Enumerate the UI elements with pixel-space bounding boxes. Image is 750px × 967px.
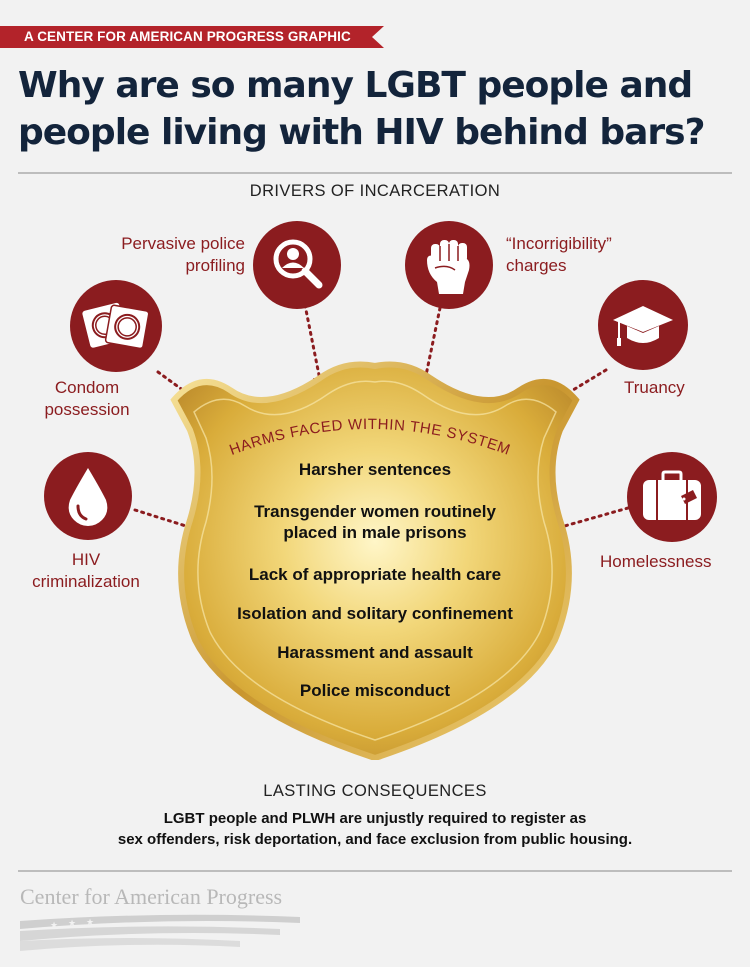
cap-logo: ★ ★ ★ <box>20 914 300 951</box>
harm-item: Isolation and solitary confinement <box>237 604 513 623</box>
svg-text:★: ★ <box>86 918 94 928</box>
page-title: Why are so many LGBT people and people l… <box>18 62 738 156</box>
suitcase-icon <box>627 452 717 542</box>
harm-item: Police misconduct <box>299 681 451 700</box>
harm-item: Transgender women routinely <box>254 502 496 521</box>
banner-text: A CENTER FOR AMERICAN PROGRESS GRAPHIC <box>24 29 351 44</box>
svg-text:★: ★ <box>68 919 76 929</box>
magnifier-person-icon <box>253 221 341 309</box>
consequences-heading: LASTING CONSEQUENCES <box>263 782 487 800</box>
arrow-profiling <box>303 303 322 382</box>
driver-label-truancy: Truancy <box>624 378 685 397</box>
source-banner: A CENTER FOR AMERICAN PROGRESS GRAPHIC <box>0 26 384 48</box>
title-line-2: people living with HIV behind bars? <box>18 112 706 153</box>
drivers-heading: DRIVERS OF INCARCERATION <box>249 182 501 200</box>
bottom-divider <box>18 870 732 872</box>
arrow-hiv <box>133 508 207 534</box>
harms-heading: HARMS FACED WITHIN THE SYSTEM <box>227 416 512 459</box>
harms-heading-curve: HARMS FACED WITHIN THE SYSTEM <box>227 416 513 459</box>
consequences-line-1: LGBT people and PLWH are unjustly requir… <box>163 810 587 827</box>
harm-item: placed in male prisons <box>283 523 467 542</box>
driver-label-condom: Condom possession <box>44 378 130 419</box>
harm-item: Lack of appropriate health care <box>248 565 502 584</box>
arrow-incorrigibility <box>423 306 442 382</box>
consequences-line-2: sex offenders, risk deportation, and fac… <box>117 831 633 848</box>
raised-fist-icon <box>405 221 493 309</box>
svg-text:HARMS FACED WITHIN THE SYSTEM: HARMS FACED WITHIN THE SYSTEM <box>227 416 513 459</box>
blood-drop-icon <box>44 452 132 540</box>
cap-logo-text: Center for American Progress <box>20 884 283 909</box>
driver-label-homelessness: Homelessness <box>600 552 712 571</box>
title-line-1: Why are so many LGBT people and <box>18 65 693 106</box>
svg-text:★: ★ <box>50 921 58 931</box>
condom-packets-icon <box>70 280 162 372</box>
harm-item: Harassment and assault <box>277 643 473 662</box>
driver-label-hiv: HIV criminalization <box>32 550 140 591</box>
harm-item: Harsher sentences <box>298 460 452 479</box>
graduation-cap-icon <box>598 280 688 370</box>
top-divider <box>18 172 732 174</box>
driver-label-incorrigibility: “Incorrigibility” charges <box>506 234 612 275</box>
badge-shield <box>170 361 580 760</box>
driver-label-profiling: Pervasive police profiling <box>121 234 245 275</box>
